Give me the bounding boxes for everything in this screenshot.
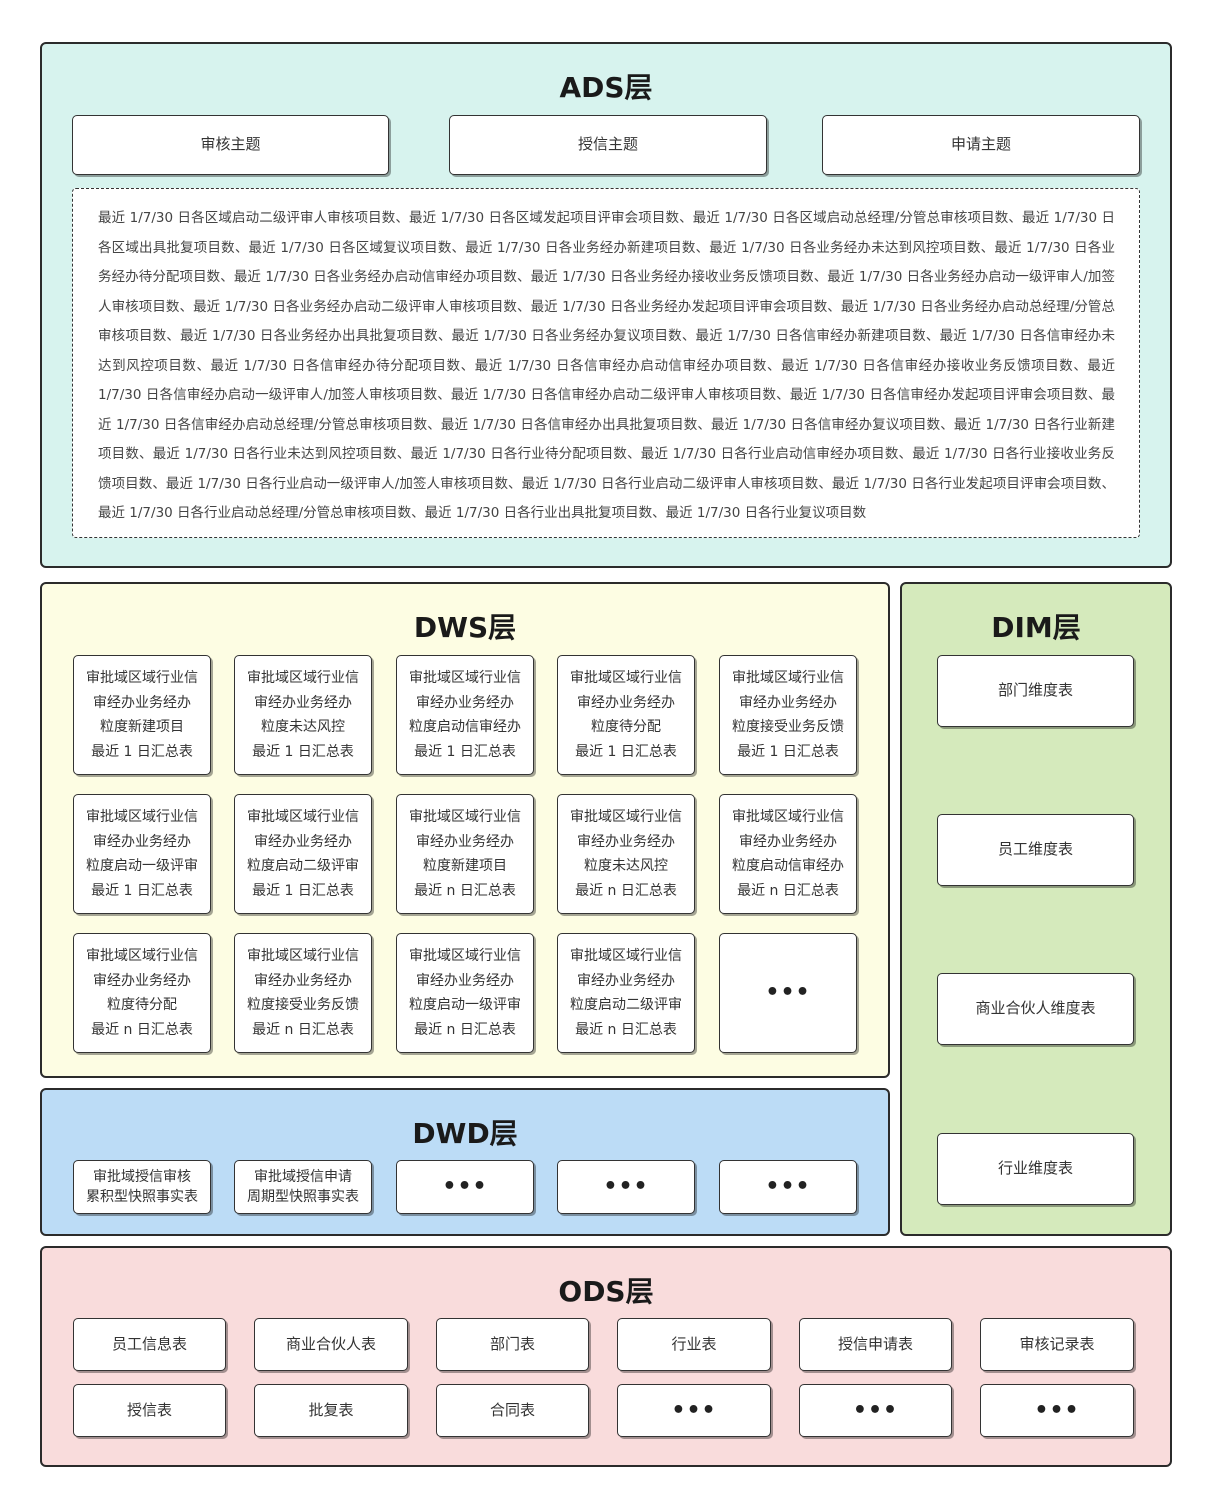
ods-table: 合同表	[436, 1384, 589, 1437]
ads-layer-title: ADS层	[559, 71, 653, 104]
ellipsis-icon: •••	[765, 980, 811, 1005]
dws-table: 审批域区域行业信 审经办业务经办 粒度启动二级评审 最近 1 日汇总表	[234, 794, 372, 914]
dws-table: 审批域区域行业信 审经办业务经办 粒度接受业务反馈 最近 n 日汇总表	[234, 933, 372, 1053]
dws-table: 审批域区域行业信 审经办业务经办 粒度待分配 最近 n 日汇总表	[73, 933, 211, 1053]
dws-table: 审批域区域行业信 审经办业务经办 粒度未达风控 最近 n 日汇总表	[557, 794, 695, 914]
ads-theme-audit: 审核主题	[72, 115, 389, 175]
dws-table: 审批域区域行业信 审经办业务经办 粒度启动信审经办 最近 1 日汇总表	[396, 655, 534, 775]
dws-table: 审批域区域行业信 审经办业务经办 粒度未达风控 最近 1 日汇总表	[234, 655, 372, 775]
ods-more-ellipsis: •••	[980, 1384, 1134, 1437]
dwd-more-ellipsis: •••	[719, 1160, 857, 1214]
dws-table: 审批域区域行业信 审经办业务经办 粒度启动一级评审 最近 1 日汇总表	[73, 794, 211, 914]
dws-table: 审批域区域行业信 审经办业务经办 粒度启动信审经办 最近 n 日汇总表	[719, 794, 857, 914]
dim-layer-title: DIM层	[991, 611, 1081, 644]
dwd-more-ellipsis: •••	[396, 1160, 534, 1214]
ellipsis-icon: •••	[442, 1174, 488, 1199]
dim-table-department: 部门维度表	[937, 655, 1134, 727]
ellipsis-icon: •••	[1034, 1397, 1080, 1423]
dws-more-ellipsis: •••	[719, 933, 857, 1053]
ods-more-ellipsis: •••	[617, 1384, 771, 1437]
dim-table-industry: 行业维度表	[937, 1133, 1134, 1205]
dws-table: 审批域区域行业信 审经办业务经办 粒度新建项目 最近 1 日汇总表	[73, 655, 211, 775]
ellipsis-icon: •••	[603, 1174, 649, 1199]
dws-table: 审批域区域行业信 审经办业务经办 粒度接受业务反馈 最近 1 日汇总表	[719, 655, 857, 775]
ods-table: 商业合伙人表	[254, 1318, 408, 1371]
dwd-more-ellipsis: •••	[557, 1160, 695, 1214]
ods-more-ellipsis: •••	[799, 1384, 952, 1437]
ods-table: 授信表	[73, 1384, 226, 1437]
dws-table: 审批域区域行业信 审经办业务经办 粒度启动二级评审 最近 n 日汇总表	[557, 933, 695, 1053]
ods-table: 员工信息表	[73, 1318, 226, 1371]
dwd-layer-title: DWD层	[412, 1117, 518, 1150]
ellipsis-icon: •••	[852, 1397, 899, 1423]
ods-table: 审核记录表	[980, 1318, 1134, 1371]
dim-table-partner: 商业合伙人维度表	[937, 973, 1134, 1045]
dim-table-employee: 员工维度表	[937, 814, 1134, 886]
dws-layer-title: DWS层	[413, 611, 517, 644]
ads-theme-credit: 授信主题	[449, 115, 767, 175]
ods-table: 行业表	[617, 1318, 771, 1371]
ods-table: 批复表	[254, 1384, 408, 1437]
dws-table: 审批域区域行业信 审经办业务经办 粒度待分配 最近 1 日汇总表	[557, 655, 695, 775]
dws-table: 审批域区域行业信 审经办业务经办 粒度启动一级评审 最近 n 日汇总表	[396, 933, 534, 1053]
ads-metrics-description: 最近 1/7/30 日各区域启动二级评审人审核项目数、最近 1/7/30 日各区…	[72, 188, 1140, 538]
ellipsis-icon: •••	[765, 1174, 811, 1199]
ads-theme-application: 申请主题	[822, 115, 1140, 175]
ods-table: 授信申请表	[799, 1318, 952, 1371]
dwd-table: 审批域授信申请 周期型快照事实表	[234, 1160, 372, 1214]
dws-table: 审批域区域行业信 审经办业务经办 粒度新建项目 最近 n 日汇总表	[396, 794, 534, 914]
dwd-table: 审批域授信审核 累积型快照事实表	[73, 1160, 211, 1214]
ods-layer-title: ODS层	[558, 1275, 654, 1308]
ods-table: 部门表	[436, 1318, 589, 1371]
ellipsis-icon: •••	[671, 1397, 717, 1423]
